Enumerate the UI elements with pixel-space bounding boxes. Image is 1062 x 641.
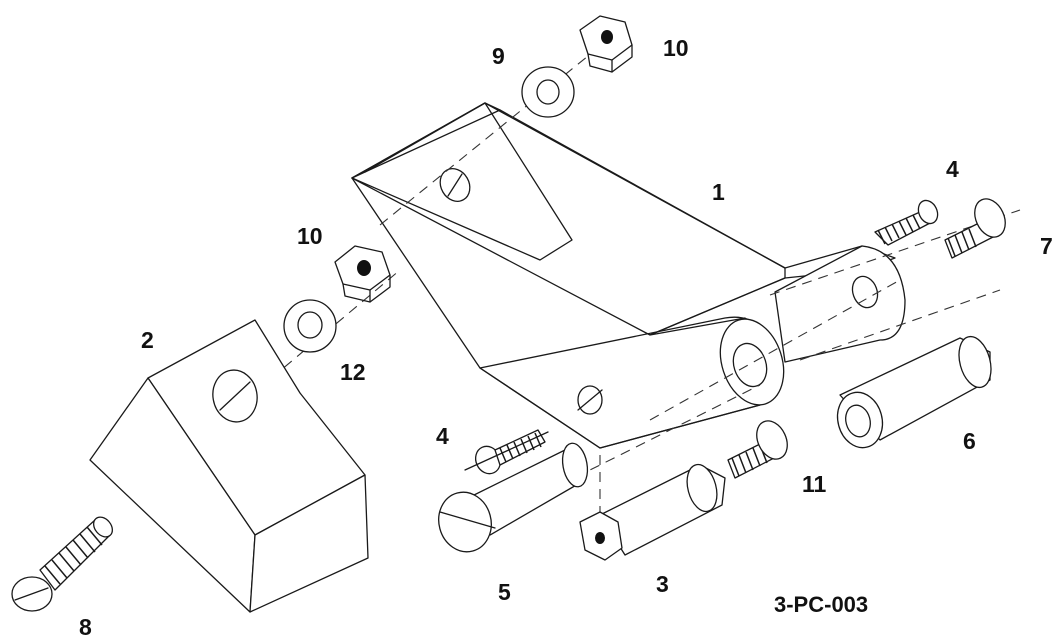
part-1-bracket (351, 102, 906, 449)
callout-8: 8 (79, 614, 92, 640)
callout-3: 3 (656, 571, 669, 597)
part-5-clevis-pin (438, 442, 589, 553)
part-4-screw-upper (874, 199, 939, 246)
callout-4-upper: 4 (946, 156, 959, 182)
callout-11: 11 (802, 471, 827, 497)
part-6-sleeve (836, 335, 992, 449)
callout-12: 12 (340, 359, 366, 385)
callout-labels: 1 2 3 4 4 5 6 7 8 9 10 10 11 12 3-PC-003 (79, 35, 1053, 640)
callout-4-lower: 4 (436, 423, 449, 449)
drawing-code: 3-PC-003 (774, 592, 868, 617)
part-10-hex-nut-lower (334, 245, 391, 303)
part-8-long-screw (11, 516, 114, 612)
callout-10-upper: 10 (663, 35, 689, 61)
callout-5: 5 (498, 579, 511, 605)
callout-7: 7 (1040, 233, 1053, 259)
callout-1: 1 (712, 179, 725, 205)
callout-6: 6 (963, 428, 976, 454)
part-7-screw (944, 198, 1006, 259)
part-4-screw-lower (464, 429, 549, 475)
part-12-washer (283, 299, 337, 353)
callout-9: 9 (492, 43, 505, 69)
part-2-block (89, 319, 369, 613)
part-9-washer (521, 66, 575, 118)
callout-10-lower: 10 (297, 223, 323, 249)
part-10-hex-nut-upper (579, 15, 633, 73)
callout-2: 2 (141, 327, 154, 353)
part-3-hex-pin (579, 463, 726, 561)
part-11-screw (727, 420, 788, 479)
